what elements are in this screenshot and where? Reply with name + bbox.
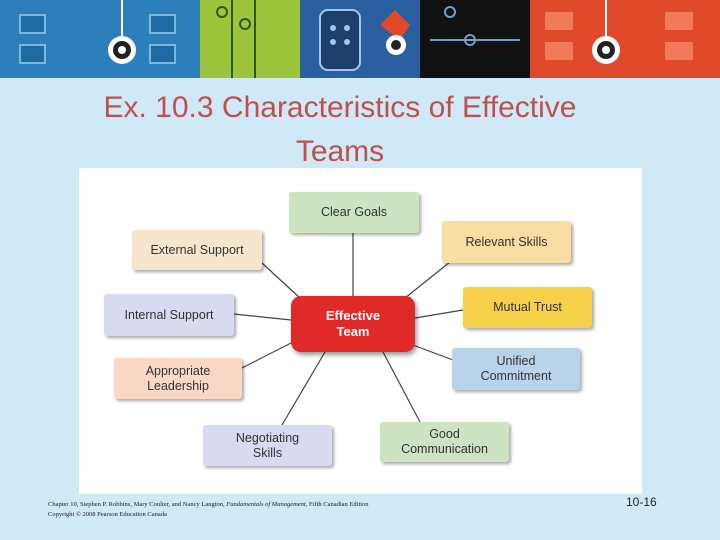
slide-title: Ex. 10.3 Characteristics of Effective Te…: [40, 86, 640, 174]
footer-copyright: Copyright © 2008 Pearson Education Canad…: [48, 511, 167, 518]
footer-authors: Chapter 10, Stephen P. Robbins, Mary Cou…: [48, 501, 227, 508]
footer-edition: , Fifth Canadian Edition: [305, 501, 369, 508]
connector-external-support: [261, 262, 301, 299]
decorative-banner: [0, 0, 720, 78]
connector-internal-support: [233, 313, 292, 321]
connector-mutual-trust: [414, 309, 464, 319]
node-good-communication: Good Communication: [380, 422, 509, 462]
footer-citation: Chapter 10, Stephen P. Robbins, Mary Cou…: [48, 500, 369, 520]
node-mutual-trust: Mutual Trust: [463, 287, 592, 328]
slide-title-line1: Ex. 10.3 Characteristics of Effective: [103, 91, 577, 124]
node-unified-commitment: Unified Commitment: [452, 348, 580, 390]
node-effective-team: Effective Team: [291, 296, 415, 352]
connector-relevant-skills: [404, 257, 456, 299]
node-internal-support: Internal Support: [104, 294, 234, 336]
node-relevant-skills: Relevant Skills: [442, 221, 571, 263]
node-negotiating-skills: Negotiating Skills: [203, 425, 332, 466]
node-external-support: External Support: [132, 230, 262, 270]
page-number: 10-16: [626, 495, 657, 509]
footer-book-title: Fundamentals of Management: [226, 501, 306, 508]
connector-appropriate-leadership: [241, 341, 294, 369]
node-appropriate-leadership: Appropriate Leadership: [114, 358, 242, 399]
slide-title-line2: Teams: [295, 135, 385, 168]
footer-line1: Chapter 10, Stephen P. Robbins, Mary Cou…: [48, 500, 369, 510]
connector-negotiating-skills: [281, 351, 326, 426]
node-clear-goals: Clear Goals: [289, 192, 419, 233]
connector-unified-commitment: [412, 344, 454, 361]
connector-good-communication: [382, 351, 421, 423]
